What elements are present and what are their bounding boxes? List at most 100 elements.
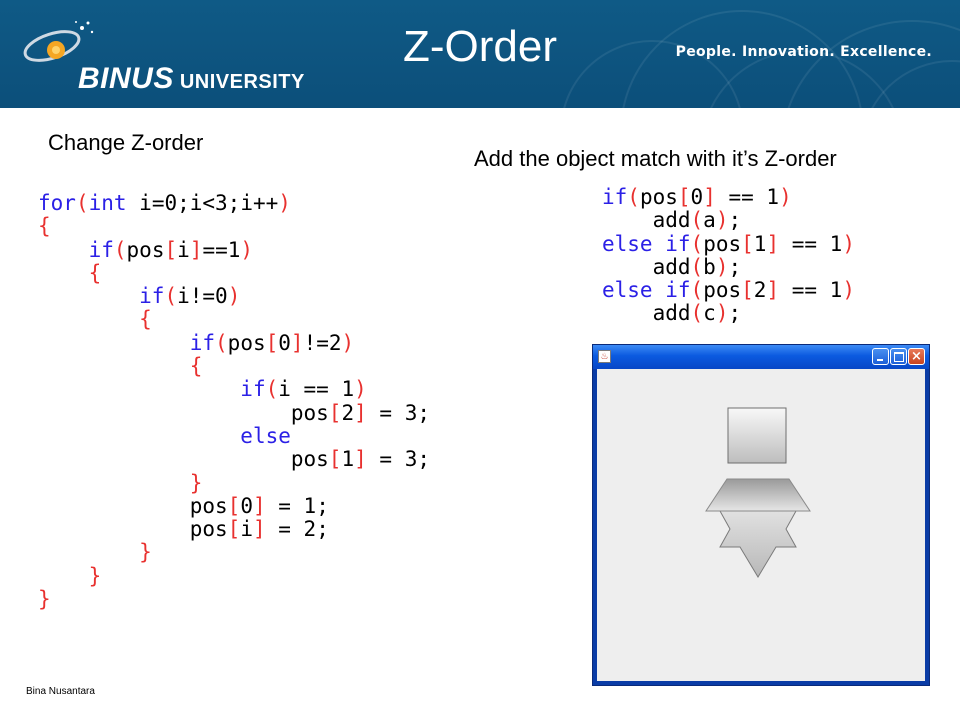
code-token: pos	[38, 517, 228, 542]
code-token: !=2	[303, 330, 342, 355]
code-keyword: if	[665, 278, 691, 303]
close-icon: ×	[911, 349, 922, 364]
code-bracket: (	[265, 377, 279, 402]
code-token: == 1	[779, 278, 843, 303]
code-bracket: [	[741, 231, 754, 256]
code-token: 0	[240, 493, 253, 518]
square-shape	[727, 407, 787, 464]
code-token	[653, 278, 666, 302]
code-bracket: }	[139, 540, 152, 565]
window-titlebar[interactable]: ♨ ×	[593, 345, 929, 369]
code-bracket: (	[690, 301, 704, 326]
tagline: People. Innovation. Excellence.	[675, 44, 932, 60]
code-keyword: else	[602, 231, 653, 256]
code-token	[38, 424, 240, 448]
code-token: i	[177, 237, 190, 262]
code-line: else if(pos[1] == 1)	[602, 231, 855, 256]
code-bracket: (	[215, 330, 228, 355]
logo-suffix: UNIVERSITY	[179, 71, 305, 93]
java-window-icon[interactable]: ♨	[598, 350, 611, 363]
footer-text: Bina Nusantara	[26, 686, 95, 697]
code-token: == 1	[715, 185, 780, 209]
code-line: {	[38, 215, 430, 238]
code-line: }	[38, 541, 430, 564]
code-token: add	[602, 254, 691, 279]
code-bracket: {	[139, 307, 152, 332]
code-bracket: )	[715, 301, 729, 326]
code-bracket: [	[677, 185, 691, 209]
code-line: {	[38, 261, 430, 285]
code-line: pos[i] = 2;	[38, 518, 430, 541]
window-content-pane	[597, 369, 925, 681]
code-bracket: )	[341, 330, 355, 355]
maximize-button[interactable]	[890, 348, 907, 365]
z-ordered-shapes	[705, 407, 811, 578]
code-token: a	[703, 208, 716, 233]
code-token: 0	[690, 185, 704, 209]
code-line: if(pos[i]==1)	[38, 237, 430, 262]
close-button[interactable]: ×	[908, 348, 925, 365]
logo-name: BINUS	[78, 62, 174, 95]
code-token: pos	[703, 278, 742, 303]
code-line: if(pos[0] == 1)	[602, 186, 855, 209]
code-token: = 3;	[366, 447, 430, 472]
code-token: pos	[639, 185, 678, 209]
code-token	[38, 564, 89, 588]
code-keyword: if	[88, 237, 114, 262]
code-bracket: [	[265, 330, 279, 355]
code-token: i == 1	[278, 377, 355, 402]
code-line: else	[38, 423, 430, 448]
maximize-icon	[894, 352, 904, 362]
code-bracket: ]	[252, 493, 266, 518]
code-keyword: else	[240, 423, 291, 448]
code-token	[38, 354, 190, 378]
triangle-shape	[705, 478, 811, 512]
code-bracket: }	[88, 563, 102, 588]
code-keyword: if	[665, 231, 691, 256]
code-line: }	[38, 587, 430, 611]
code-bracket: )	[842, 278, 855, 303]
code-bracket: )	[227, 284, 241, 309]
code-bracket: )	[842, 231, 855, 256]
code-line: {	[38, 308, 430, 331]
code-token: = 3;	[366, 400, 430, 425]
code-line: pos[2] = 3;	[38, 400, 430, 425]
code-token: add	[602, 301, 691, 326]
code-bracket: ]	[354, 400, 367, 425]
code-line: pos[0] = 1;	[38, 493, 430, 518]
code-token: ;	[728, 254, 742, 279]
minimize-icon	[877, 359, 883, 361]
code-bracket: (	[690, 208, 704, 233]
code-token: ==1	[202, 237, 241, 262]
code-token: i	[240, 517, 253, 542]
code-token: pos	[38, 447, 329, 472]
code-bracket: (	[690, 254, 704, 279]
code-keyword: for	[38, 191, 76, 215]
code-token: i=0;i<3;i++	[126, 191, 279, 215]
code-token	[38, 307, 139, 331]
add-objects-code: if(pos[0] == 1) add(a);else if(pos[1] ==…	[602, 186, 855, 326]
left-caption: Change Z-order	[48, 130, 204, 155]
code-bracket: ]	[252, 517, 266, 542]
code-bracket: {	[38, 214, 51, 239]
code-token	[38, 377, 240, 401]
code-bracket: )	[715, 208, 729, 233]
code-token: pos	[227, 330, 266, 355]
code-bracket: {	[189, 354, 203, 379]
code-line: if(pos[0]!=2)	[38, 330, 430, 355]
code-keyword: if	[240, 377, 266, 402]
code-token: pos	[126, 237, 165, 262]
code-keyword: int	[88, 191, 127, 215]
minimize-button[interactable]	[872, 348, 889, 365]
code-token: ;	[728, 301, 742, 326]
code-bracket: )	[354, 377, 367, 402]
code-token	[38, 238, 89, 262]
code-token: 1	[341, 447, 355, 472]
binus-logo-icon	[23, 21, 94, 62]
java-frame-window: ♨ ×	[592, 344, 930, 686]
code-bracket: }	[189, 470, 203, 495]
code-token: 1	[753, 231, 767, 256]
code-line: if(i!=0)	[38, 285, 430, 308]
